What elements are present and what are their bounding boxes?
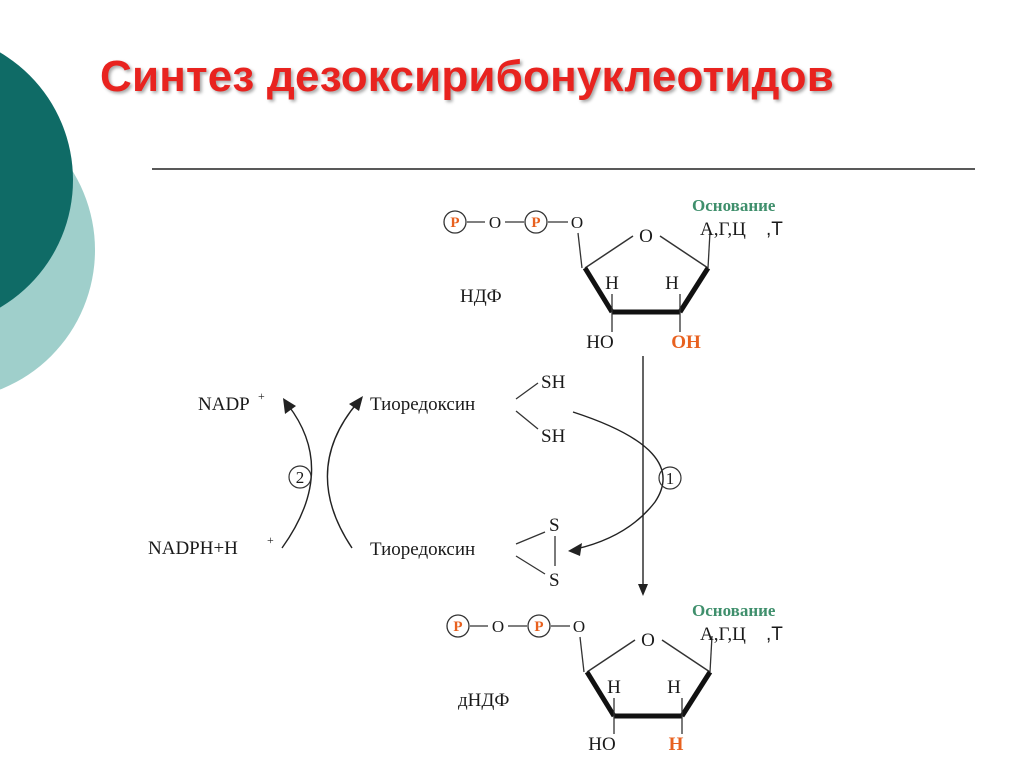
- hydrogen-left: H: [607, 677, 621, 698]
- nadp-label: NADP: [198, 394, 250, 415]
- ring-bond: [586, 639, 636, 673]
- hydrogen-highlight: H: [669, 734, 684, 755]
- cycle-arc-left: [281, 404, 313, 549]
- base-label: Основание: [692, 601, 776, 620]
- arrowhead: [638, 584, 648, 596]
- s-top: S: [549, 515, 560, 536]
- step-1-circle: [658, 466, 682, 490]
- sh-bottom: SH: [541, 426, 566, 447]
- ring-bond: [677, 266, 711, 314]
- ring-bond: [584, 235, 634, 269]
- oxygen-link-1: O: [489, 213, 501, 232]
- arrowhead: [283, 398, 296, 414]
- oxygen-link-1: O: [492, 617, 504, 636]
- sh-top: SH: [541, 372, 566, 393]
- bond: [579, 636, 585, 673]
- bottom-molecule: P O P O O Основание А,Г,Ц ,Т H H: [446, 601, 783, 755]
- hydroxyl-left: HO: [586, 332, 613, 353]
- ring-oxygen: O: [641, 630, 655, 651]
- bond: [577, 232, 583, 269]
- nadph-label: NADPH+H: [148, 538, 238, 559]
- ring-bond: [679, 670, 713, 718]
- bases-text: А,Г,Ц: [700, 219, 746, 240]
- bond: [709, 635, 713, 673]
- redox-cycle: NADP + NADPH+H + Тиоредоксин SH SH Тиоре…: [148, 356, 682, 596]
- dark-teal-circle: [0, 52, 73, 308]
- base-label: Основание: [692, 196, 776, 215]
- hydrogen-right: H: [667, 677, 681, 698]
- bond: [707, 231, 711, 269]
- step-2-circle: [288, 465, 312, 489]
- phosphate-circle-2: [524, 210, 548, 234]
- hydroxyl-left: HO: [588, 734, 615, 755]
- bond: [515, 382, 539, 400]
- oxygen-link-2: O: [573, 617, 585, 636]
- ring-bond: [661, 639, 711, 673]
- bond: [515, 410, 539, 430]
- base-extra: ,Т: [766, 624, 783, 645]
- molecule-name-ndp: НДФ: [460, 286, 502, 307]
- nadp-charge: +: [258, 389, 265, 403]
- thioredoxin-oxidized: Тиоредоксин: [370, 539, 475, 560]
- thioredoxin-oxidation-arc: [572, 411, 664, 550]
- top-molecule: P O P O O Основание А,Г,Ц ,Т H H: [443, 196, 783, 353]
- phosphate-letter-1: P: [453, 619, 462, 635]
- molecule-name-dndp: дНДФ: [458, 690, 509, 711]
- oxygen-link-2: O: [571, 213, 583, 232]
- ring-bond: [582, 266, 615, 314]
- phosphate-circle-1: [443, 210, 467, 234]
- ring-bond: [659, 235, 709, 269]
- hydroxyl-highlight: OH: [671, 332, 701, 353]
- arrowhead: [568, 543, 582, 556]
- bases-text: А,Г,Ц: [700, 624, 746, 645]
- phosphate-circle-2: [527, 614, 551, 638]
- phosphate-circle-1: [446, 614, 470, 638]
- step-1-number: 1: [666, 469, 675, 488]
- phosphate-letter-2: P: [531, 215, 540, 231]
- thioredoxin-reduced: Тиоредоксин: [370, 394, 475, 415]
- arrowhead: [349, 396, 363, 411]
- slide-title: Синтез дезоксирибонуклеотидов: [100, 52, 834, 101]
- step-2-number: 2: [296, 468, 305, 487]
- bond: [515, 531, 546, 545]
- bond: [515, 555, 546, 575]
- cycle-arc-right: [326, 401, 359, 549]
- ring-oxygen: O: [639, 226, 653, 247]
- base-extra: ,Т: [766, 219, 783, 240]
- phosphate-letter-2: P: [534, 619, 543, 635]
- hydrogen-left: H: [605, 273, 619, 294]
- ring-bond: [584, 670, 617, 718]
- phosphate-letter-1: P: [450, 215, 459, 231]
- s-bottom: S: [549, 570, 560, 591]
- hydrogen-right: H: [665, 273, 679, 294]
- nadph-charge: +: [267, 533, 274, 547]
